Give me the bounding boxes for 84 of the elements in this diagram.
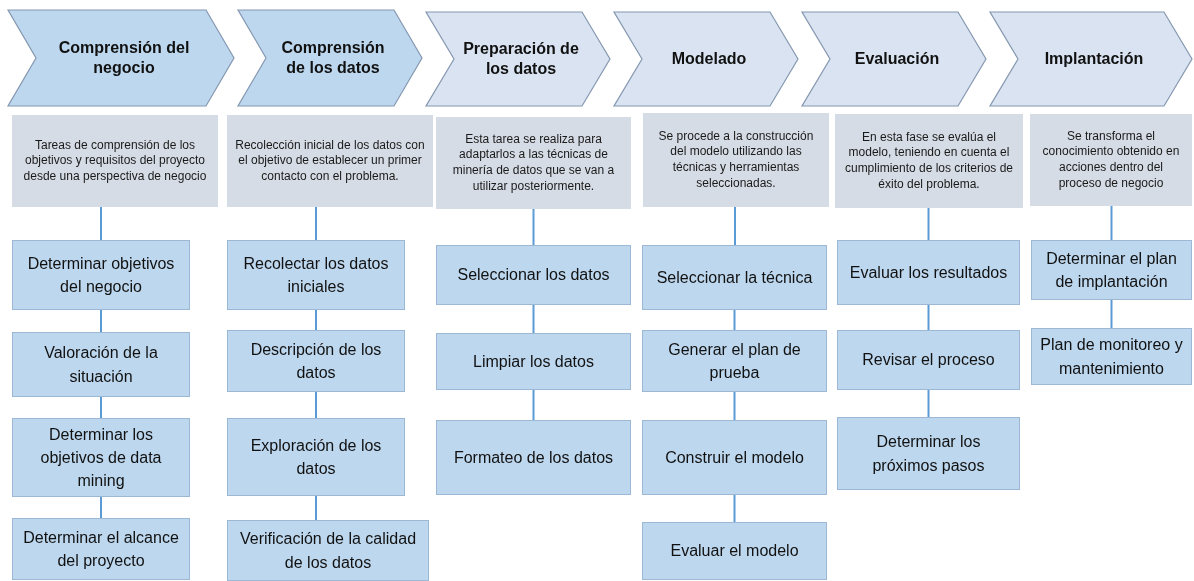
task-label: Seleccionar la técnica	[656, 267, 813, 288]
phase-header	[238, 10, 422, 106]
connector-line	[532, 208, 535, 246]
task-box	[642, 330, 827, 392]
phase-title: Implantación	[1043, 49, 1145, 69]
task-box	[436, 333, 631, 390]
task-label: Evaluar el modelo	[670, 541, 799, 562]
task-box	[837, 240, 1020, 305]
task-label: Recolectar los datos iniciales	[242, 253, 390, 297]
connector-line	[100, 396, 102, 419]
connector-line	[532, 304, 535, 334]
task-label: Determinar el plan de implantación	[1045, 248, 1178, 292]
description-text: En esta fase se evalúa el modelo, teniendo en cuenta el cumplimiento de los criterios de éxito del problema.	[843, 129, 1015, 193]
connector-line	[733, 391, 736, 421]
phase-title: Modelado	[670, 49, 748, 69]
description-text: Recolección inicial de los datos con el objetivo de establecer un primer contacto con el problema.	[234, 137, 426, 185]
connector-line	[1110, 205, 1113, 241]
phase-title: Comprensión de los datos	[280, 38, 386, 78]
connector-line	[927, 304, 930, 331]
phase-header	[8, 10, 234, 106]
description-box	[835, 114, 1023, 208]
task-label: Exploración de los datos	[249, 435, 383, 479]
task-label: Determinar los próximos pasos	[871, 432, 986, 476]
connector-line	[1110, 299, 1113, 329]
task-label: Determinar objetivos del negocio	[26, 253, 176, 297]
task-box	[642, 420, 827, 495]
phase-header	[426, 12, 610, 106]
connector-line	[100, 496, 102, 519]
task-box	[227, 330, 405, 392]
task-label: Plan de monitoreo y mantenimiento	[1039, 335, 1184, 379]
task-box	[12, 518, 190, 580]
description-text: Tareas de comprensión de los objetivos y requisitos del proyecto desde una perspectiva de negocio	[22, 137, 208, 185]
task-label: Descripción de los datos	[249, 339, 383, 383]
description-box	[12, 115, 218, 207]
connector-line	[733, 494, 736, 523]
description-box	[643, 113, 829, 207]
phase-header	[802, 12, 986, 106]
task-box	[642, 522, 827, 580]
description-text: Esta tarea se realiza para adaptarlos a las técnicas de minería de datos que se van a utilizar posteriormente.	[451, 131, 616, 195]
description-box	[227, 115, 433, 207]
task-box	[12, 240, 190, 310]
phase-title: Preparación de los datos	[462, 39, 580, 79]
task-box	[436, 420, 631, 495]
connector-line	[315, 206, 317, 241]
task-box	[837, 330, 1020, 390]
connector-line	[733, 309, 736, 331]
phase-header	[990, 12, 1192, 106]
task-box	[837, 417, 1020, 490]
description-box	[1030, 114, 1192, 206]
task-box	[227, 418, 405, 496]
task-label: Revisar el proceso	[862, 350, 995, 371]
task-label: Evaluar los resultados	[849, 262, 1008, 283]
task-label: Seleccionar los datos	[457, 265, 610, 286]
connector-line	[734, 206, 736, 246]
connector-line	[532, 389, 535, 421]
description-text: Se procede a la construcción del modelo utilizando las técnicas y herramientas seleccionadas.	[657, 128, 815, 192]
description-box	[436, 117, 631, 209]
task-label: Determinar el alcance del proyecto	[22, 527, 180, 571]
description-text: Se transforma el conocimiento obtenido en acciones dentro del proceso de negocio	[1041, 128, 1181, 192]
task-label: Formateo de los datos	[453, 447, 614, 468]
phase-title: Evaluación	[853, 49, 941, 69]
connector-line	[100, 309, 102, 333]
connector-line	[100, 206, 102, 241]
phase-title: Comprensión del negocio	[57, 38, 191, 78]
task-box	[642, 245, 827, 310]
task-label: Valoración de la situación	[43, 343, 159, 387]
connector-line	[315, 391, 317, 419]
task-box	[227, 520, 429, 581]
task-box	[1031, 328, 1192, 385]
connector-line	[315, 309, 317, 331]
task-label: Determinar los objetivos de data mining	[39, 424, 163, 492]
task-label: Limpiar los datos	[473, 351, 594, 372]
task-box	[227, 240, 405, 310]
task-label: Verificación de la calidad de los datos	[238, 529, 418, 573]
task-box	[12, 332, 190, 397]
connector-line	[927, 389, 930, 418]
connector-line	[315, 495, 317, 521]
task-box	[1031, 240, 1192, 300]
task-label: Generar el plan de prueba	[667, 339, 802, 383]
task-box	[12, 418, 190, 497]
task-label: Construir el modelo	[665, 447, 804, 468]
connector-line	[927, 207, 930, 241]
task-box	[436, 245, 631, 305]
phase-header	[614, 12, 798, 106]
